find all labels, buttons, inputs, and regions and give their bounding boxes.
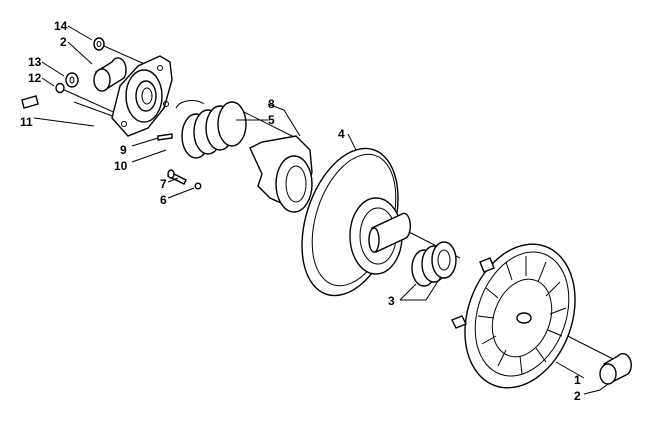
part-fixed-sheave: [301, 147, 411, 297]
part-pin: [21, 95, 39, 109]
part-bolt: [167, 169, 187, 185]
callout-7: 7: [160, 177, 167, 191]
callout-10: 10: [114, 159, 128, 173]
callout-11: 11: [20, 115, 33, 129]
part-bushing-set: [411, 241, 457, 287]
callout-13: 13: [28, 55, 42, 69]
callout-2-top: 2: [60, 35, 67, 49]
sheave-cooling-fins: [477, 256, 567, 375]
callout-12: 12: [28, 71, 42, 85]
callout-6: 6: [160, 193, 167, 207]
part-cam: [249, 135, 313, 213]
leader-lines: [33, 25, 609, 395]
part-bushing-bottom: [599, 353, 632, 385]
part-washer: [65, 72, 79, 88]
callout-3: 3: [388, 294, 395, 308]
part-roller-pin: [157, 133, 173, 141]
part-cover-plate: [111, 55, 173, 137]
callout-5: 5: [268, 113, 275, 127]
callout-14: 14: [54, 19, 68, 33]
part-lock-washer: [194, 182, 202, 190]
callout-labels: 14 2 13 12 11 9 10 7 6 8 5 4 3 1 2: [20, 19, 581, 403]
callout-2-bottom: 2: [574, 389, 581, 403]
callout-9: 9: [120, 143, 127, 157]
callout-8: 8: [268, 97, 275, 111]
callout-4: 4: [338, 127, 345, 141]
part-nut: [93, 37, 105, 51]
part-movable-sheave: [451, 243, 576, 389]
part-small-nut: [55, 82, 65, 94]
part-bushing-top: [93, 57, 127, 92]
part-spring: [175, 100, 247, 159]
callout-1: 1: [574, 373, 581, 387]
